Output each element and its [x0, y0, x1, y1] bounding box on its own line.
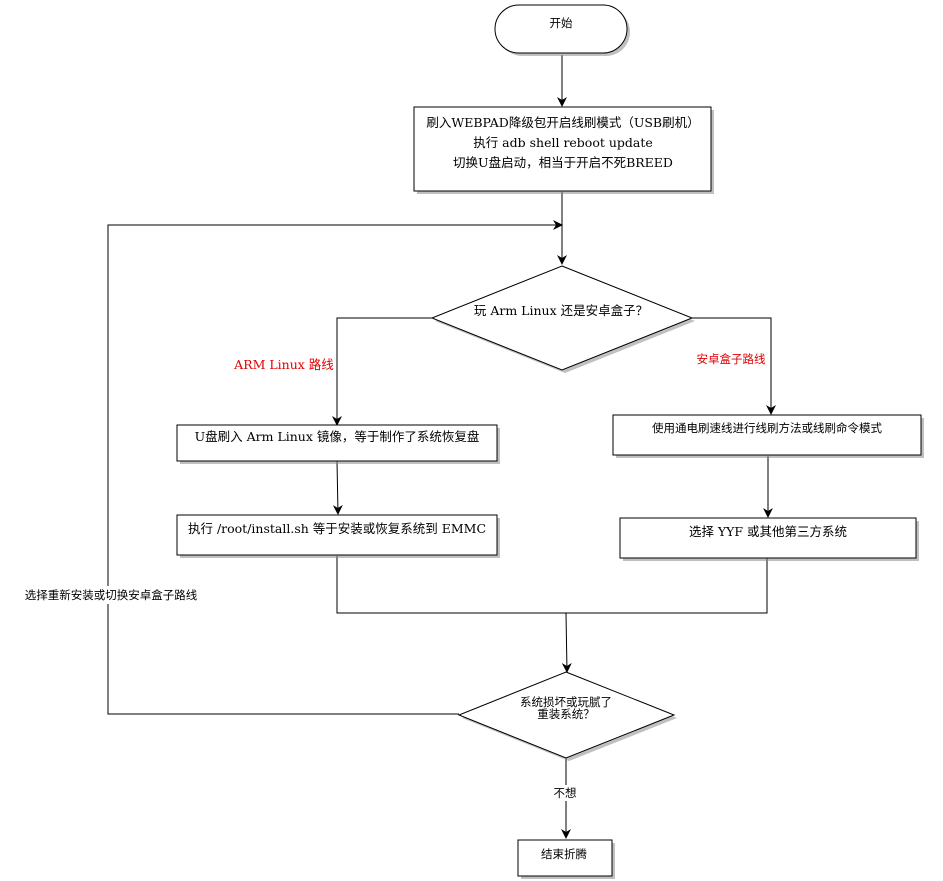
- flash-step-line3: 切换U盘启动，相当于开启不死BREED: [453, 155, 673, 170]
- left-step2-node: 执行 /root/install.sh 等于安装或恢复系统到 EMMC: [176, 514, 500, 558]
- flash-step-line2: 执行 adb shell reboot update: [473, 135, 653, 150]
- right-step1-label: 使用通电刷速线进行线刷方法或线刷命令模式: [652, 421, 882, 435]
- flash-step-node: 刷入WEBPAD降级包开启线刷模式（USB刷机） 执行 adb shell re…: [413, 106, 714, 194]
- decision1-label: 玩 Arm Linux 还是安卓盒子？: [474, 303, 648, 318]
- decision2-line1: 系统损坏或玩腻了: [520, 695, 612, 709]
- edge-right2-to-merge: [561, 558, 768, 673]
- start-label: 开始: [550, 16, 573, 30]
- start-node: 开始: [494, 4, 630, 56]
- left-route-label: ARM Linux 路线: [233, 357, 334, 372]
- loop-label-bg: [12, 586, 210, 604]
- right-step2-node: 选择 YYF 或其他第三方系统: [619, 517, 919, 561]
- end-node: 结束折腾: [517, 839, 615, 879]
- edge-decision1-to-right: [692, 317, 776, 415]
- no-label-bg: [550, 785, 580, 801]
- decision2-node: 系统损坏或玩腻了 重装系统？: [457, 671, 677, 761]
- edge-left2-to-merge: [336, 556, 566, 614]
- no-label: 不想: [554, 786, 577, 800]
- edge-left1-to-left2: [332, 460, 343, 515]
- edge-loop-back: [107, 220, 563, 715]
- end-label: 结束折腾: [541, 847, 587, 861]
- right-step2-label: 选择 YYF 或其他第三方系统: [689, 524, 847, 539]
- right-route-label: 安卓盒子路线: [697, 352, 766, 366]
- right-step1-node: 使用通电刷速线进行线刷方法或线刷命令模式: [612, 414, 924, 458]
- left-step1-node: U盘刷入 Arm Linux 镜像，等于制作了系统恢复盘: [176, 424, 500, 464]
- flash-step-line1: 刷入WEBPAD降级包开启线刷模式（USB刷机）: [426, 115, 699, 130]
- loop-label: 选择重新安装或切换安卓盒子路线: [25, 588, 198, 602]
- left-step1-label: U盘刷入 Arm Linux 镜像，等于制作了系统恢复盘: [195, 429, 480, 444]
- decision1-node: 玩 Arm Linux 还是安卓盒子？: [430, 265, 695, 373]
- edge-decision1-to-left: [332, 317, 432, 426]
- left-step2-label: 执行 /root/install.sh 等于安装或恢复系统到 EMMC: [188, 521, 486, 536]
- decision2-line2: 重装系统？: [537, 707, 595, 721]
